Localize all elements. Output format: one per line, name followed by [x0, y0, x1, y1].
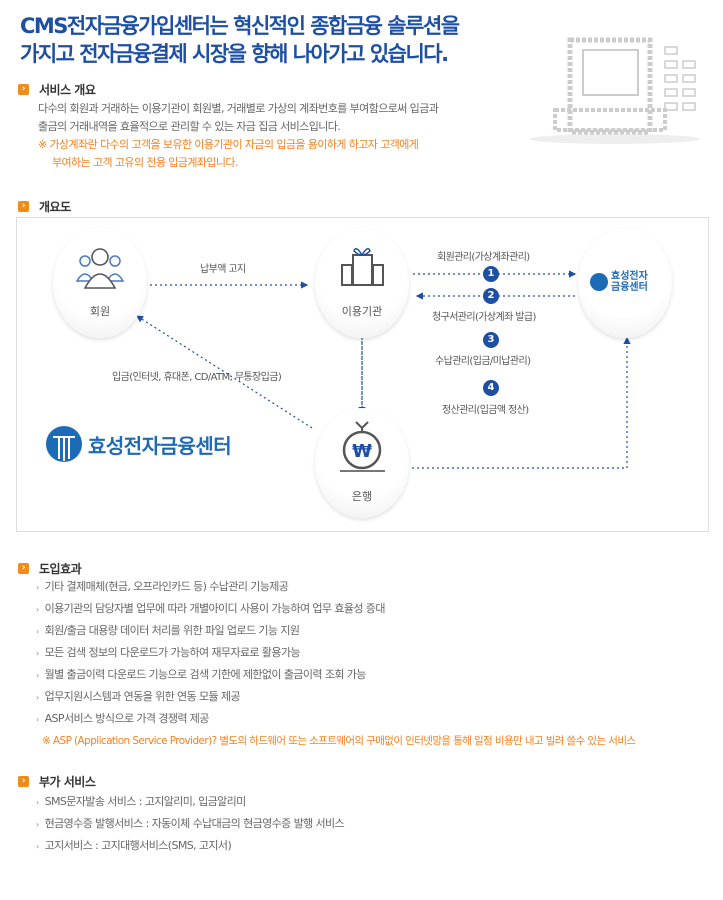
- member-label: 회원: [89, 305, 111, 318]
- bullet-icon: ›: [36, 605, 39, 614]
- step-number-badge: 1: [483, 266, 499, 282]
- effects-list: ›기타 결제매체(현금, 오프라인카드 등) 수납관리 기능제공 ›이용기관의 …: [36, 576, 636, 752]
- list-item: ›업무지원시스템과 연동을 위한 연동 모듈 제공: [36, 690, 241, 703]
- overview-note: ※ 가상계좌란 다수의 고객을 보유한 이용기관이 자금의 입금을 용이하게 하…: [38, 138, 419, 151]
- bullet-icon: ›: [36, 627, 39, 636]
- section-extra-services: › 부가 서비스: [18, 773, 96, 790]
- building-illustration-icon: [530, 37, 700, 144]
- section-heading: 도입효과: [39, 562, 82, 576]
- notice-label: 납부액 고지: [200, 264, 246, 275]
- node-member: 회원: [53, 228, 147, 338]
- hyosung-logo-text: 효성전자금융센터: [88, 433, 232, 458]
- center-label-line: 금융센터: [611, 282, 648, 293]
- arrow-bullet-icon: ›: [18, 201, 29, 212]
- bullet-icon: ›: [36, 842, 39, 851]
- deposit-label: 입금(인터넷, 휴대폰, CD/ATM, 무통장입금): [112, 372, 282, 383]
- step-number-badge: 4: [483, 380, 499, 396]
- page-title: CMS전자금융가입센터는 혁신적인 종합금융 솔루션을 가지고 전자금융결제 시…: [20, 12, 460, 68]
- node-center: 효성전자 금융센터: [578, 228, 672, 338]
- section-heading: 개요도: [39, 200, 71, 214]
- building-icon: [341, 248, 384, 286]
- step-label: 청구서관리(가상계좌 발급): [432, 312, 536, 323]
- bullet-icon: ›: [36, 583, 39, 592]
- list-item: ›SMS문자발송 서비스 : 고지알리미, 입금알리미: [36, 795, 246, 808]
- node-organization: 이용기관: [315, 228, 409, 338]
- bullet-icon: ›: [36, 820, 39, 829]
- arrow-bullet-icon: ›: [18, 563, 29, 574]
- list-item: ›월별 출금이력 다운로드 기능으로 검색 기한에 제한없이 출금이력 조회 가…: [36, 668, 366, 681]
- step-label: 정산관리(입금액 정산): [442, 405, 529, 416]
- hyosung-logo: 효성전자금융센터: [45, 425, 232, 463]
- center-logo: 효성전자 금융센터: [590, 271, 648, 293]
- people-icon: [75, 248, 125, 289]
- title-line-1: CMS전자금융가입센터는 혁신적인 종합금융 솔루션을: [20, 14, 460, 38]
- list-item: ›현금영수증 발행서비스 : 자동이체 수납대금의 현금영수증 발행 서비스: [36, 817, 345, 830]
- overview-line: 다수의 회원과 거래하는 이용기관이 회원별, 거래별로 가상의 계좌번호를 부…: [38, 102, 439, 115]
- section-effects: › 도입효과: [18, 560, 82, 577]
- list-item: ›모든 검색 정보의 다운로드가 가능하여 재무자료로 활용가능: [36, 646, 301, 659]
- overview-line: 출금의 거래내역을 효율적으로 관리할 수 있는 자금 집금 서비스입니다.: [38, 120, 341, 133]
- section-service-overview: › 서비스 개요: [18, 81, 96, 98]
- svg-text:₩: ₩: [352, 441, 372, 462]
- organization-label: 이용기관: [341, 305, 383, 318]
- bank-label: 은행: [351, 490, 373, 503]
- title-line-2: 가지고 전자금융결제 시장을 향해 나아가고 있습니다.: [20, 42, 449, 66]
- section-heading: 서비스 개요: [39, 83, 96, 97]
- money-bag-icon: ₩: [340, 421, 385, 472]
- bullet-icon: ›: [36, 715, 39, 724]
- list-item: ›ASP서비스 방식으로 가격 경쟁력 제공: [36, 712, 209, 725]
- overview-diagram: 회원 이용기관 효성전자 금융센터 ₩ 은행 납부액 고지 회원관리(가상계좌관…: [16, 217, 709, 532]
- bullet-icon: ›: [36, 798, 39, 807]
- section-diagram: › 개요도: [18, 198, 71, 215]
- step-label: 회원관리(가상계좌관리): [437, 252, 530, 263]
- list-item: ›기타 결제매체(현금, 오프라인카드 등) 수납관리 기능제공: [36, 580, 289, 593]
- hyosung-logo-icon: [590, 273, 608, 291]
- step-label: 수납관리(입금/미납관리): [435, 356, 531, 367]
- arrow-bullet-icon: ›: [18, 776, 29, 787]
- bullet-icon: ›: [36, 671, 39, 680]
- center-label-line: 효성전자: [611, 271, 648, 282]
- extra-services-list: ›SMS문자발송 서비스 : 고지알리미, 입금알리미 ›현금영수증 발행서비스…: [36, 791, 345, 857]
- bullet-icon: ›: [36, 693, 39, 702]
- overview-note: 부여하는 고객 고유의 전용 입금계좌입니다.: [52, 156, 238, 169]
- section-heading: 부가 서비스: [39, 775, 96, 789]
- step-number-badge: 3: [483, 332, 499, 348]
- list-item: ›이용기관의 담당자별 업무에 따라 개별아이디 사용이 가능하여 업무 효율성…: [36, 602, 385, 615]
- node-bank: ₩ 은행: [315, 408, 409, 518]
- arrow-bullet-icon: ›: [18, 84, 29, 95]
- list-item: ›회원/출금 대용량 데이터 처리를 위한 파일 업로드 기능 지원: [36, 624, 300, 637]
- list-item: ›고지서비스 : 고지대행서비스(SMS, 고지서): [36, 839, 232, 852]
- overview-text: 다수의 회원과 거래하는 이용기관이 회원별, 거래별로 가상의 계좌번호를 부…: [38, 100, 439, 172]
- step-number-badge: 2: [483, 288, 499, 304]
- bullet-icon: ›: [36, 649, 39, 658]
- asp-note: ※ ASP (Application Service Provider)? 별도…: [42, 735, 636, 747]
- hyosung-emblem-icon: [46, 426, 82, 462]
